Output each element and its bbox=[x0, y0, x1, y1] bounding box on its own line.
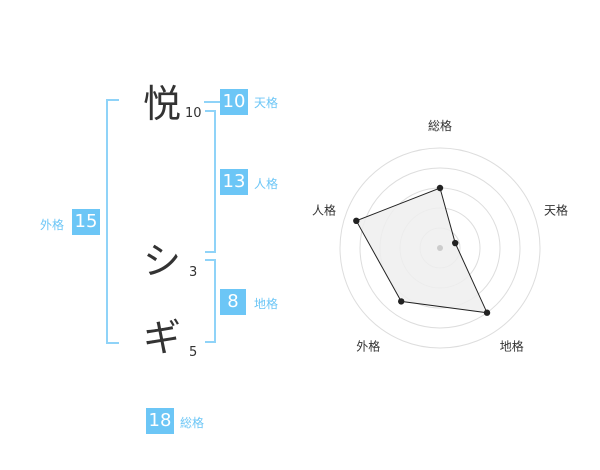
stroke-count-3: 5 bbox=[189, 345, 198, 360]
gaikaku-value-badge: 15 bbox=[72, 209, 100, 235]
tenkaku-label: 天格 bbox=[254, 96, 279, 110]
radar-data-points bbox=[353, 184, 491, 316]
radar-point-3 bbox=[398, 298, 405, 305]
jinkaku-bracket bbox=[205, 110, 216, 253]
name-char-3: ギ bbox=[143, 316, 182, 360]
soukaku-value-badge: 18 bbox=[146, 408, 174, 434]
radar-grid-ring bbox=[339, 147, 541, 349]
radar-axis-label-1: 天格 bbox=[544, 202, 568, 217]
gaikaku-label: 外格 bbox=[40, 218, 65, 232]
radar-center-point bbox=[437, 245, 443, 251]
radar-point-4 bbox=[353, 217, 360, 225]
radar-point-1 bbox=[452, 239, 459, 247]
stroke-count-1: 10 bbox=[185, 106, 202, 121]
chikaku-label: 地格 bbox=[254, 297, 279, 311]
name-char-2: シ bbox=[143, 239, 182, 283]
radar-data-area bbox=[355, 187, 488, 314]
gaikaku-bracket bbox=[106, 99, 119, 344]
chikaku-bracket bbox=[205, 259, 216, 343]
stroke-count-2: 3 bbox=[189, 265, 198, 280]
tenkaku-connector bbox=[204, 101, 220, 103]
jinkaku-label: 人格 bbox=[254, 177, 279, 191]
radar-grid-ring bbox=[359, 167, 521, 329]
radar-point-0 bbox=[436, 184, 444, 192]
chikaku-value-badge: 8 bbox=[220, 289, 246, 315]
radar-axis-label-4: 人格 bbox=[312, 202, 336, 217]
jinkaku-value-badge: 13 bbox=[220, 169, 248, 195]
radar-axis-label-3: 外格 bbox=[356, 339, 380, 354]
soukaku-label: 総格 bbox=[180, 416, 205, 430]
radar-point-2 bbox=[483, 309, 491, 316]
name-char-1: 悦 bbox=[143, 82, 182, 126]
tenkaku-value-badge: 10 bbox=[220, 89, 248, 115]
radar-axis-label-2: 地格 bbox=[500, 339, 524, 354]
radar-axis-label-0: 総格 bbox=[428, 118, 452, 133]
